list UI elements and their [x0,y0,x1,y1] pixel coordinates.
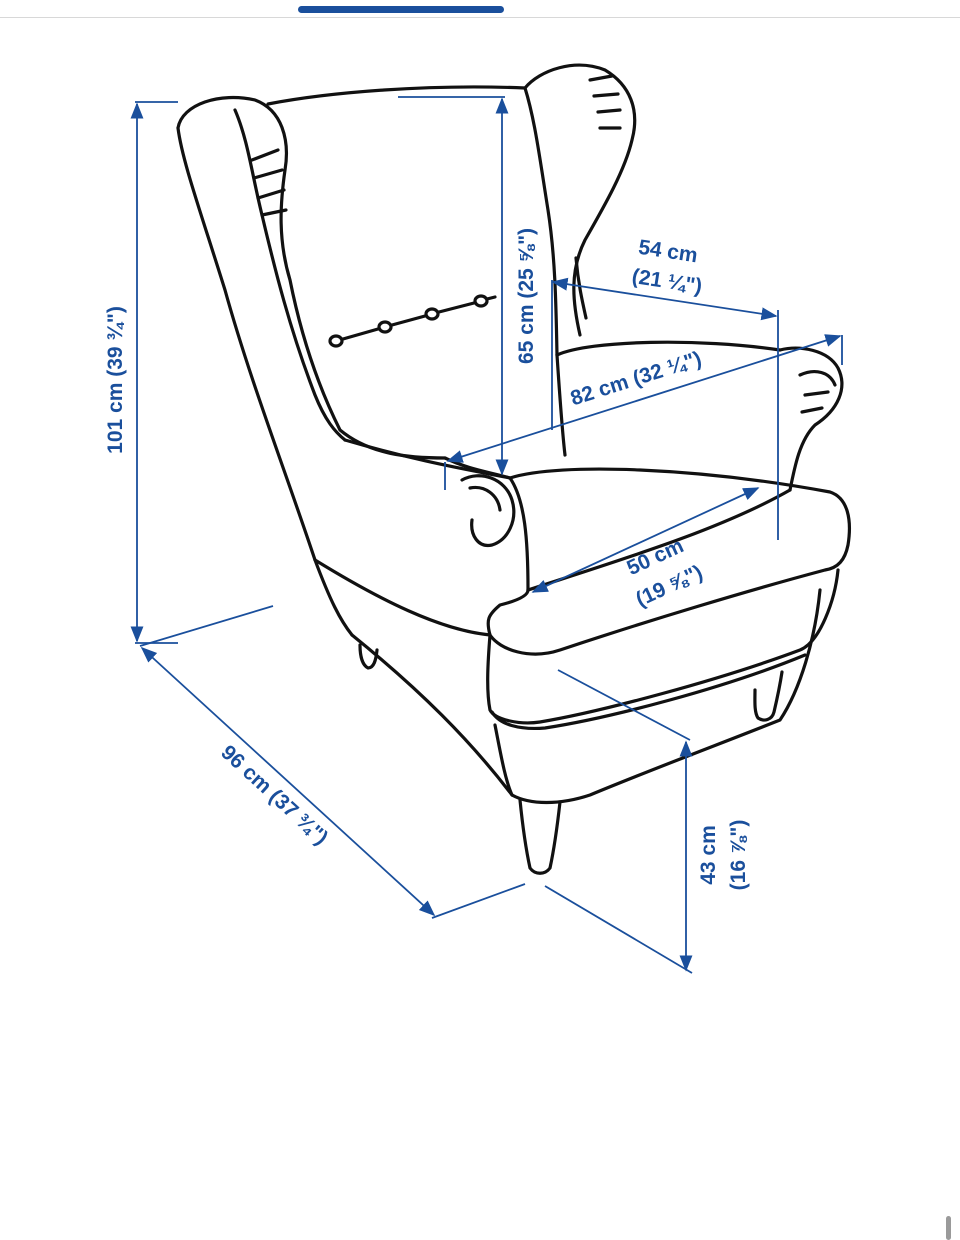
label-arm-width-in: (21 ¼") [630,265,703,298]
right-armrest-back [555,340,782,357]
seat-cushion [486,467,852,656]
back-top [266,85,527,106]
label-seat-height-in: (16 ⅞") [727,820,750,891]
label-back-height: 65 cm (25 ⅝") [515,228,538,364]
label-arm-width: 54 cm [637,236,699,268]
scrollbar[interactable] [946,1216,951,1240]
left-wing-roll [176,95,447,460]
left-side-panel [313,558,492,637]
back-buttons [328,294,497,348]
label-seat-height: 43 cm [697,825,720,885]
armchair-outline [176,63,852,875]
label-height: 101 cm (39 ¾") [104,306,127,454]
dimension-lines [130,96,843,974]
front-left-leg [518,798,562,875]
label-depth: 96 cm (37 ¾") [216,741,332,850]
top-scroll-indicator[interactable] [298,6,504,13]
left-wing-inner [233,108,347,442]
front-right-leg [753,670,784,722]
left-wing-outer [176,126,354,637]
top-divider [0,17,960,18]
